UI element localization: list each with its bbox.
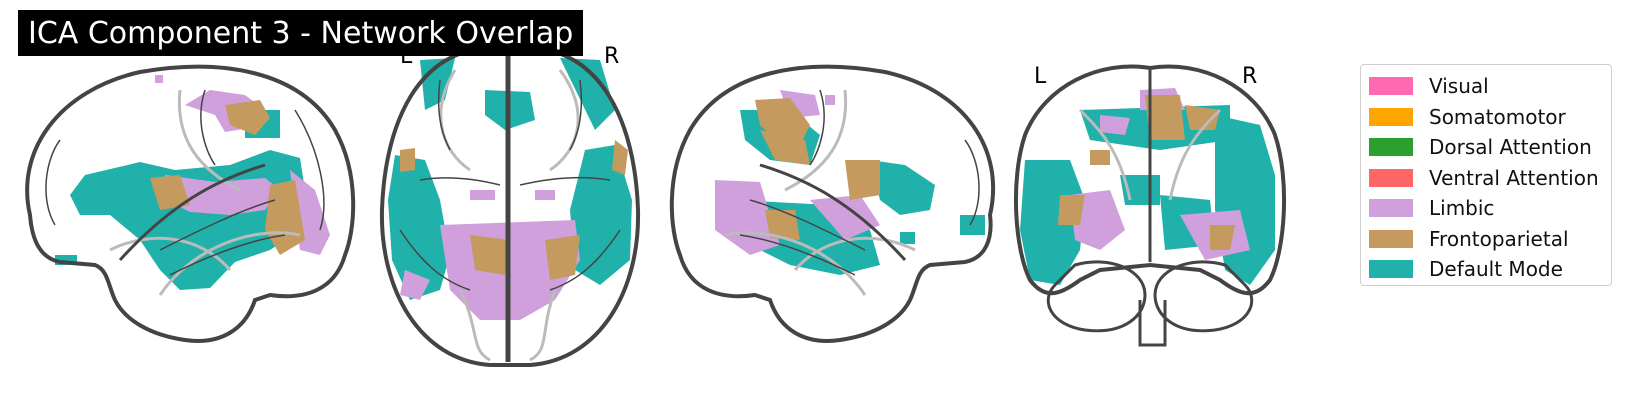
legend-label: Visual [1429, 74, 1489, 99]
legend-swatch [1369, 260, 1413, 279]
legend-label: Ventral Attention [1429, 165, 1599, 190]
title-box: ICA Component 3 - Network Overlap [18, 10, 584, 56]
legend-label: Dorsal Attention [1429, 135, 1592, 160]
legend-item: Visual [1369, 71, 1603, 102]
legend-swatch [1369, 229, 1413, 248]
legend-item: Ventral Attention [1369, 163, 1603, 194]
axial-frontoparietal-blobs [400, 140, 628, 280]
axial-right-label: R [604, 44, 620, 69]
legend-label: Frontoparietal [1429, 226, 1569, 251]
axial-view [379, 46, 641, 367]
legend-swatch [1369, 199, 1413, 218]
coronal-default-mode-blobs [1020, 105, 1275, 285]
legend-item: Default Mode [1369, 254, 1603, 285]
coronal-view [1013, 64, 1287, 347]
legend-swatch [1369, 107, 1413, 126]
legend-item: Frontoparietal [1369, 224, 1603, 255]
legend-swatch [1369, 77, 1413, 96]
coronal-frontoparietal-blobs [1058, 95, 1235, 250]
coronal-right-label: R [1242, 64, 1258, 89]
legend-item: Dorsal Attention [1369, 132, 1603, 163]
sagittal-right-frontoparietal-blobs [755, 98, 880, 240]
legend-swatch [1369, 168, 1413, 187]
legend-label: Somatomotor [1429, 104, 1566, 129]
legend-item: Limbic [1369, 193, 1603, 224]
legend-label: Default Mode [1429, 257, 1563, 282]
sagittal-right-view [669, 64, 996, 343]
coronal-left-label: L [1034, 64, 1047, 89]
sagittal-left-view [25, 64, 356, 343]
legend-swatch [1369, 138, 1413, 157]
legend-label: Limbic [1429, 196, 1495, 221]
figure-title: ICA Component 3 - Network Overlap [28, 15, 574, 51]
legend-item: Somatomotor [1369, 102, 1603, 133]
